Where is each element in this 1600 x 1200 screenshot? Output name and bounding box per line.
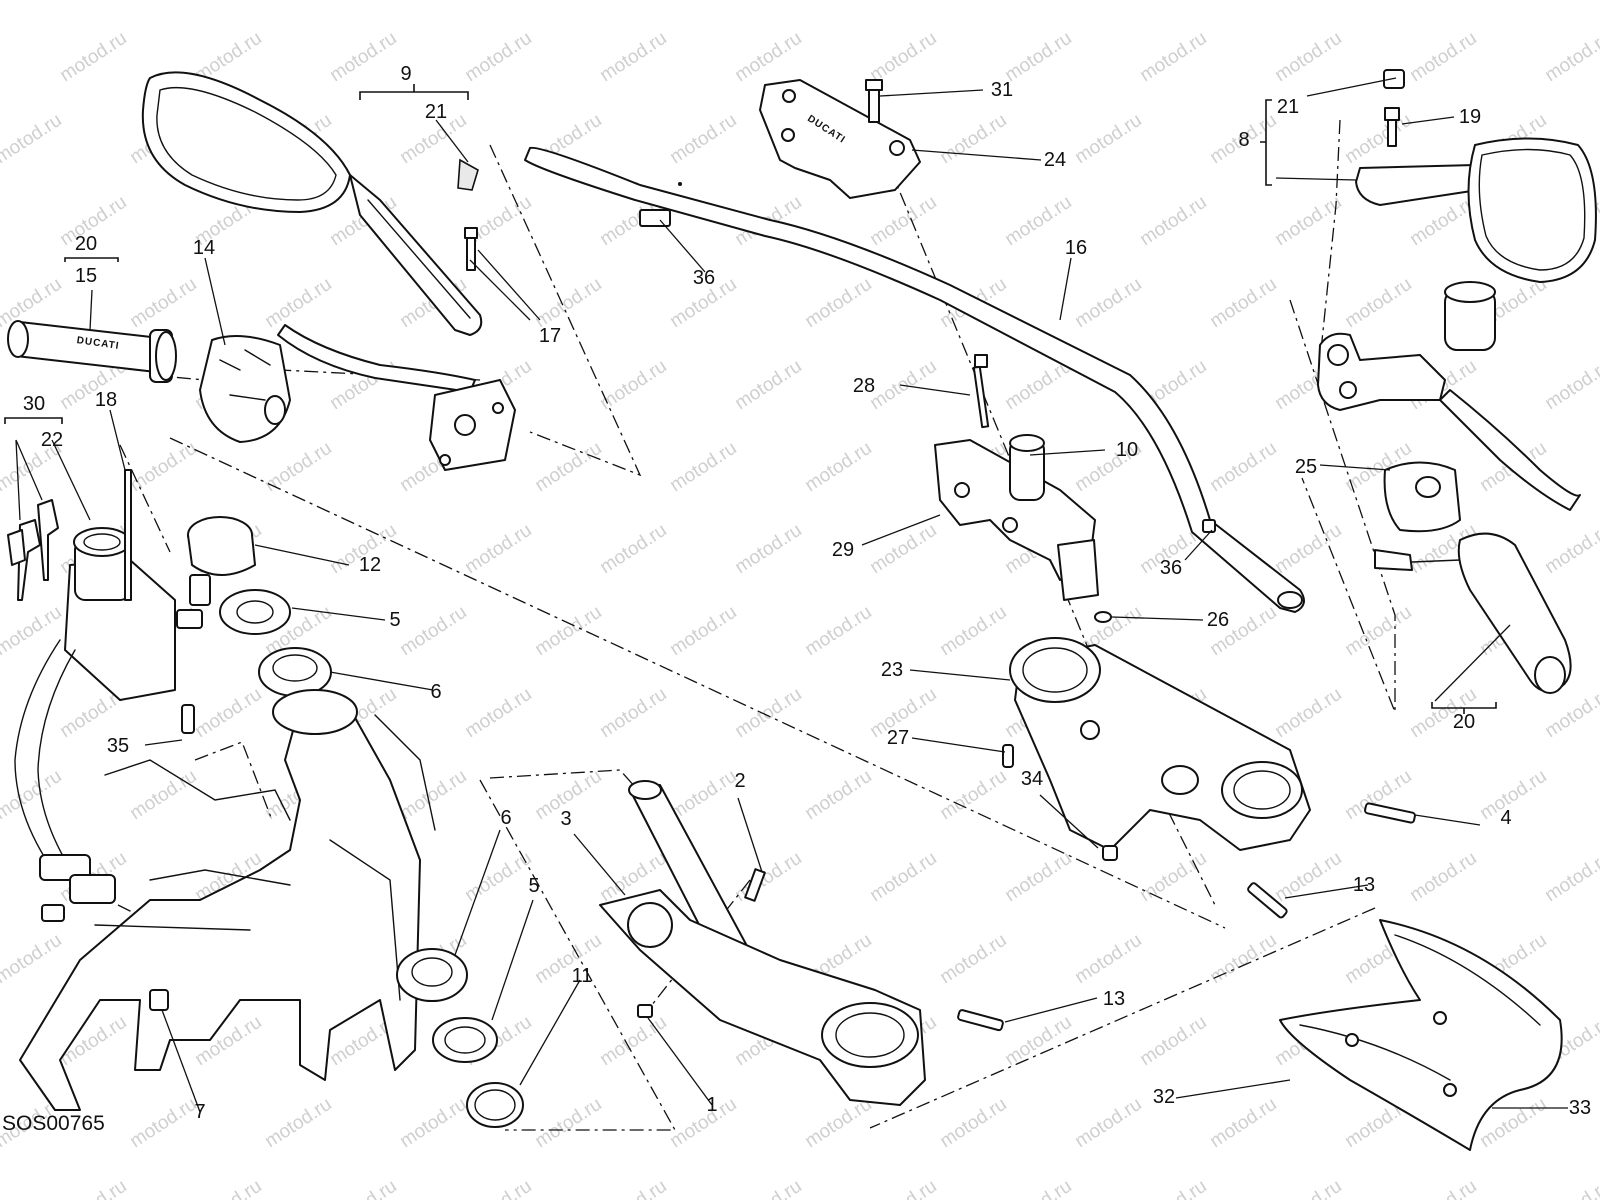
callout-10: 10 (1115, 439, 1139, 461)
callout-11: 11 (571, 965, 593, 987)
callout-20-right: 20 (1452, 711, 1476, 733)
callout-20-left: 20 (74, 233, 98, 255)
callout-36-right: 36 (1159, 557, 1183, 579)
ignition-switch (7, 469, 211, 922)
callout-34: 34 (1020, 768, 1044, 790)
callout-21: 21 (424, 101, 448, 123)
callout-12: 12 (358, 554, 382, 576)
callout-31: 31 (990, 79, 1014, 101)
callout-15: 15 (74, 265, 98, 287)
hand-guard (1279, 919, 1563, 1151)
callout-25: 25 (1294, 456, 1318, 478)
callout-5-top: 5 (389, 609, 401, 631)
callout-30: 30 (22, 393, 46, 415)
callout-14: 14 (192, 237, 216, 259)
callout-16: 16 (1064, 237, 1088, 259)
callout-26: 26 (1206, 609, 1230, 631)
callout-19: 19 (1458, 106, 1482, 128)
callout-13-lower: 13 (1102, 988, 1126, 1010)
grip-left (7, 320, 177, 383)
brake-master-cylinder (1317, 281, 1581, 511)
diagram-code: SOS00765 (2, 1112, 105, 1135)
clutch-lever (277, 324, 516, 471)
callout-13-upper: 13 (1352, 874, 1376, 896)
callout-5-bottom: 5 (528, 875, 540, 897)
motorcycle-frame (19, 689, 436, 1111)
switch-left (199, 335, 291, 443)
lower-bearings (396, 948, 524, 1128)
handlebar-clamp (759, 79, 921, 199)
callout-3: 3 (560, 808, 572, 830)
lower-triple-clamp (599, 780, 926, 1106)
callout-24: 24 (1043, 149, 1067, 171)
callout-27: 27 (886, 727, 910, 749)
callout-6-top: 6 (430, 681, 442, 703)
callout-32: 32 (1152, 1086, 1176, 1108)
callout-35: 35 (106, 735, 130, 757)
handlebar-riser (934, 354, 1112, 623)
callout-22: 22 (40, 429, 64, 451)
callout-21-right: 21 (1276, 96, 1300, 118)
leader-lines (15, 77, 1568, 1113)
callout-33: 33 (1568, 1097, 1592, 1119)
callout-2: 2 (734, 770, 746, 792)
mirror-cap-and-screw (457, 158, 479, 271)
callout-23: 23 (880, 659, 904, 681)
switch-right-and-grip (1374, 461, 1572, 694)
callout-1: 1 (706, 1094, 718, 1116)
callout-7: 7 (194, 1101, 206, 1123)
callout-29: 29 (831, 539, 855, 561)
handlebar (524, 146, 1305, 613)
callout-18: 18 (94, 389, 118, 411)
upper-triple-clamp (1009, 637, 1311, 851)
callout-28: 28 (852, 375, 876, 397)
steering-head-top (187, 516, 332, 697)
callout-8: 8 (1238, 129, 1250, 151)
callout-6-bottom: 6 (500, 807, 512, 829)
callout-4: 4 (1500, 807, 1512, 829)
callout-36: 36 (692, 267, 716, 289)
callout-9: 9 (400, 63, 412, 85)
mirror-right (1355, 69, 1597, 283)
mirror-left (141, 71, 483, 336)
callout-17: 17 (538, 325, 562, 347)
group-braces (4, 84, 1497, 714)
